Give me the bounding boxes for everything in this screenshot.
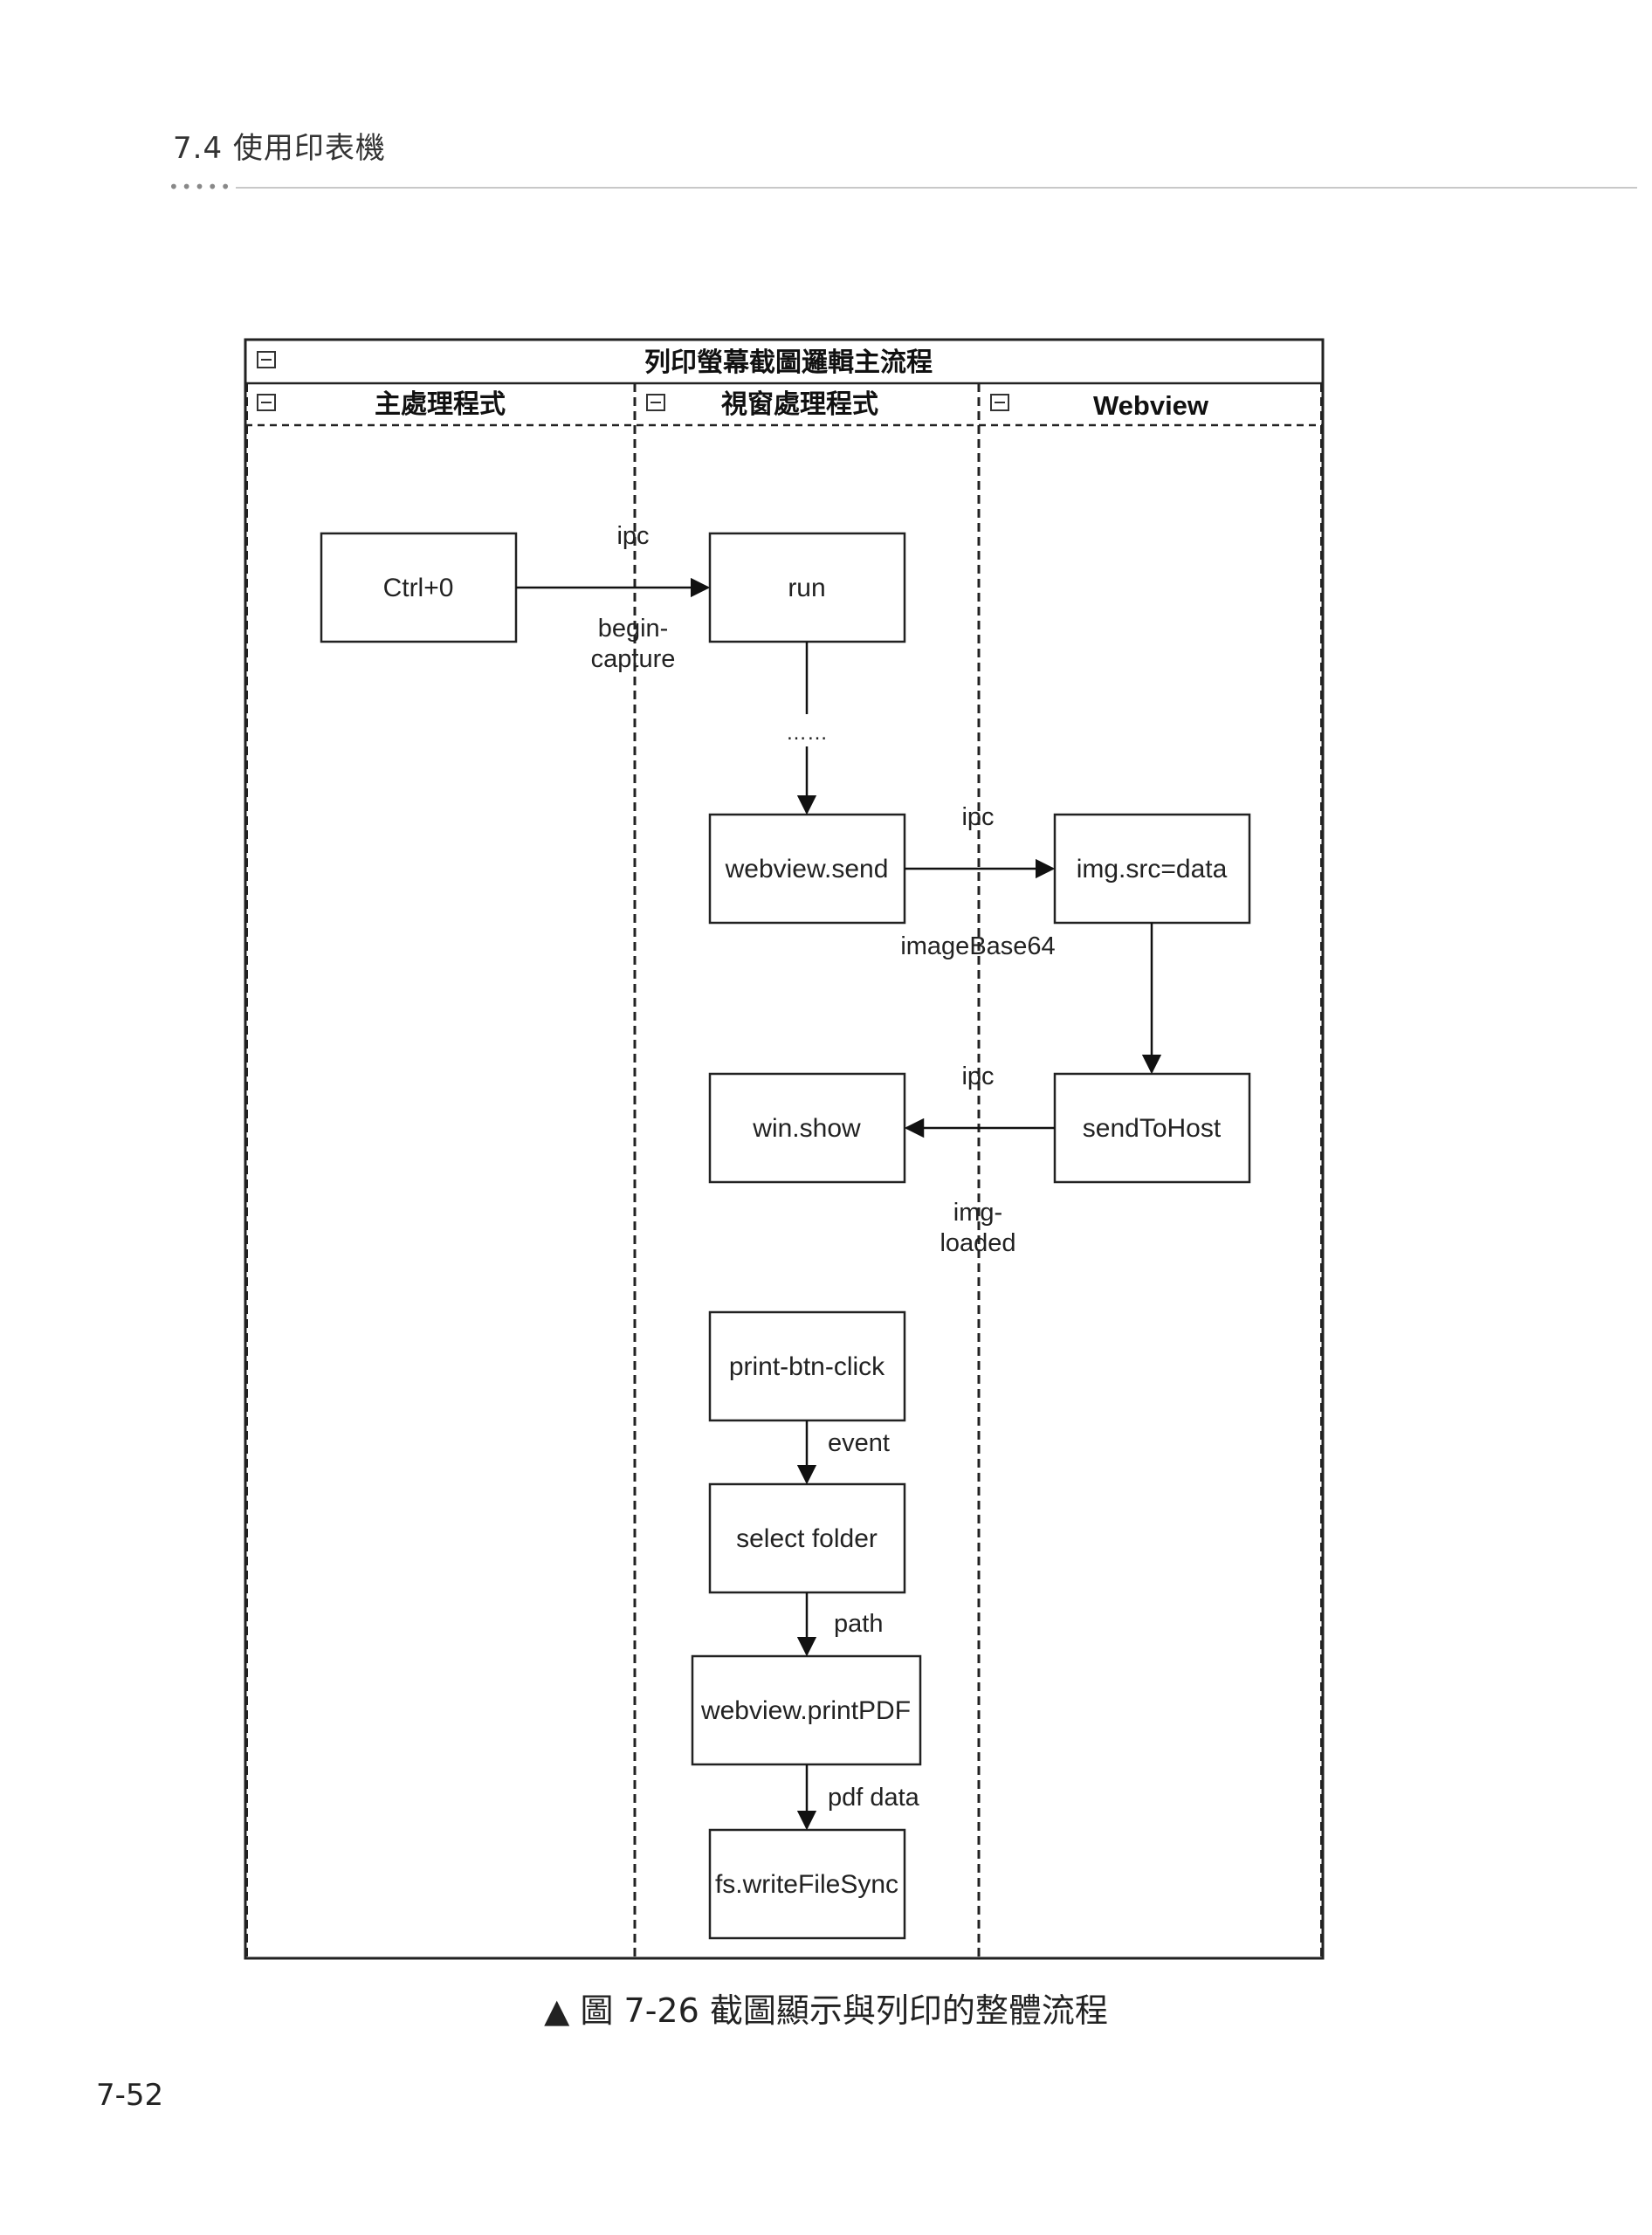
header-dots: •••••	[169, 176, 233, 197]
pool-title: 列印螢幕截圖邏輯主流程	[644, 348, 933, 377]
lane-title-webview: Webview	[1093, 390, 1209, 421]
node-send-to-host-label: sendToHost	[1083, 1114, 1222, 1143]
node-ctrl: Ctrl+0	[320, 532, 518, 643]
node-img-src-label: img.src=data	[1077, 855, 1228, 884]
node-win-show: win.show	[708, 1072, 906, 1184]
edge-label-capture: capture	[591, 645, 676, 673]
lane-1-collapse-icon[interactable]	[257, 394, 276, 411]
edge-label-path: path	[834, 1610, 883, 1638]
lane-title-main-process: 主處理程式	[375, 390, 506, 419]
edge-label-begin: begin-	[598, 615, 669, 643]
node-run: run	[708, 532, 906, 643]
edge-label-event: event	[828, 1429, 890, 1457]
header-rule	[236, 187, 1637, 189]
node-webview-send-label: webview.send	[725, 855, 889, 884]
page-number: 7-52	[96, 2078, 164, 2113]
node-select-folder-label: select folder	[736, 1524, 878, 1553]
node-webview-printpdf-label: webview.printPDF	[700, 1696, 911, 1725]
pool-frame	[244, 338, 1325, 1960]
node-select-folder: select folder	[708, 1482, 906, 1594]
node-print-btn-click: print-btn-click	[708, 1310, 906, 1422]
header-section-title: 7.4 使用印表機	[173, 131, 386, 166]
ellipsis-label: ……	[786, 721, 828, 745]
edge-label-img: img-	[953, 1199, 1002, 1227]
node-webview-send: webview.send	[708, 813, 906, 925]
node-run-label: run	[788, 574, 825, 602]
node-fs-writefilesync: fs.writeFileSync	[708, 1828, 906, 1940]
node-webview-printpdf: webview.printPDF	[691, 1654, 922, 1766]
edge-label-pdf-data: pdf data	[828, 1784, 920, 1812]
edge-label-ipc-1: ipc	[616, 522, 649, 550]
edge-label-ipc-3: ipc	[961, 1062, 994, 1090]
figure-caption: ▲ 圖 7-26 截圖顯示與列印的整體流程	[544, 1991, 1108, 2030]
node-img-src: img.src=data	[1053, 813, 1251, 925]
node-ctrl-label: Ctrl+0	[383, 574, 454, 602]
edge-label-image-base64: imageBase64	[900, 932, 1055, 960]
node-print-btn-click-label: print-btn-click	[729, 1352, 885, 1381]
node-fs-writefilesync-label: fs.writeFileSync	[715, 1870, 898, 1899]
pool-collapse-icon[interactable]	[257, 351, 276, 368]
lane-3-collapse-icon[interactable]	[990, 394, 1009, 411]
lane-title-window-process: 視窗處理程式	[721, 389, 878, 419]
edge-label-loaded: loaded	[940, 1229, 1015, 1257]
node-send-to-host: sendToHost	[1053, 1072, 1251, 1184]
edge-label-ipc-2: ipc	[961, 803, 994, 831]
node-win-show-label: win.show	[752, 1114, 861, 1143]
lane-2-collapse-icon[interactable]	[646, 394, 665, 411]
